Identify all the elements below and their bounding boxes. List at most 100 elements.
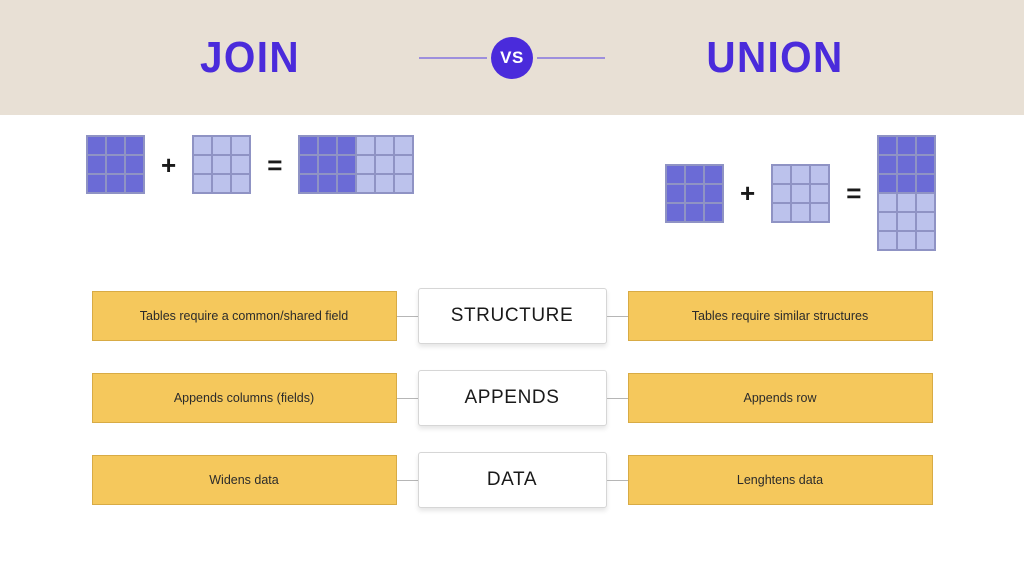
connector-left <box>396 315 418 317</box>
grid-cell <box>299 155 319 174</box>
vs-badge: VS <box>491 36 533 79</box>
comparison-label: STRUCTURE <box>417 288 607 344</box>
grid-cell <box>375 174 395 193</box>
grid-cell <box>791 202 811 222</box>
grid-cell <box>810 202 830 222</box>
grid-cell <box>125 155 144 174</box>
grid-cell <box>810 164 830 184</box>
connector-right <box>606 397 628 399</box>
union-operand-b-grid <box>771 163 831 223</box>
grid-cell <box>337 136 357 155</box>
header-band: JOIN VS UNION <box>0 0 1024 115</box>
join-operand-a-grid <box>86 135 145 194</box>
grid-cell <box>878 231 898 250</box>
grid-cell <box>897 193 917 212</box>
join-attribute-box: Widens data <box>91 455 397 505</box>
union-result-grid <box>877 135 937 251</box>
grid-cell <box>666 183 685 203</box>
grid-cell <box>356 155 376 174</box>
grid-cell <box>394 136 414 155</box>
grid-cell <box>299 174 319 193</box>
union-attribute-box: Lenghtens data <box>627 455 933 505</box>
vs-rule-right <box>537 56 605 59</box>
grid-cell <box>897 231 917 250</box>
grid-cell <box>356 174 376 193</box>
join-result-grid <box>298 135 415 194</box>
grid-cell <box>878 212 898 231</box>
grid-cell <box>791 164 811 184</box>
grid-cell <box>810 183 830 203</box>
grid-cell <box>375 155 395 174</box>
comparison-row: Appends columns (fields) APPENDS Appends… <box>0 370 1024 426</box>
connector-right <box>606 479 628 481</box>
grid-cell <box>106 155 125 174</box>
connector-left <box>396 397 418 399</box>
grid-cell <box>666 202 685 222</box>
grid-cell <box>897 155 917 174</box>
grid-cell <box>193 136 213 155</box>
comparison-row: Tables require a common/shared field STR… <box>0 288 1024 344</box>
grid-cell <box>704 164 723 184</box>
grid-cell <box>916 231 936 250</box>
connector-right <box>606 315 628 317</box>
grid-cell <box>916 174 936 193</box>
grid-cell <box>897 136 917 155</box>
equals-sign-icon: = <box>846 178 862 208</box>
grid-cell <box>87 174 106 193</box>
grid-cell <box>106 174 125 193</box>
page-title-join: JOIN <box>199 32 300 82</box>
grid-cell <box>394 174 414 193</box>
grid-cell <box>704 202 723 222</box>
grid-cell <box>394 155 414 174</box>
grid-cell <box>87 155 106 174</box>
grid-cell <box>704 183 723 203</box>
join-diagram: + = <box>86 135 415 194</box>
vs-rule-left <box>419 56 487 59</box>
grid-cell <box>356 136 376 155</box>
join-attribute-box: Tables require a common/shared field <box>91 291 397 341</box>
grid-cell <box>916 155 936 174</box>
grid-cell <box>212 155 232 174</box>
grid-cell <box>299 136 319 155</box>
join-attribute-box: Appends columns (fields) <box>91 373 397 423</box>
comparison-label: APPENDS <box>417 370 607 426</box>
grid-cell <box>878 174 898 193</box>
grid-cell <box>772 164 792 184</box>
union-operand-a-grid <box>665 163 724 223</box>
grid-cell <box>231 155 251 174</box>
grid-cell <box>125 174 144 193</box>
grid-cell <box>318 174 338 193</box>
grid-cell <box>666 164 685 184</box>
union-attribute-box: Appends row <box>627 373 933 423</box>
grid-cell <box>685 202 704 222</box>
grid-cell <box>106 136 125 155</box>
grid-cell <box>231 174 251 193</box>
grid-cell <box>878 136 898 155</box>
grid-cell <box>318 136 338 155</box>
plus-sign-icon: + <box>161 149 177 180</box>
comparison-row: Widens data DATA Lenghtens data <box>0 452 1024 508</box>
join-operand-b-grid <box>192 135 252 194</box>
grid-cell <box>193 174 213 193</box>
diagram-area: + = + = <box>0 115 1024 290</box>
vs-divider: VS <box>400 36 625 79</box>
grid-cell <box>125 136 144 155</box>
grid-cell <box>337 155 357 174</box>
union-attribute-box: Tables require similar structures <box>627 291 933 341</box>
grid-cell <box>791 183 811 203</box>
grid-cell <box>685 183 704 203</box>
comparison-label: DATA <box>417 452 607 508</box>
grid-cell <box>337 174 357 193</box>
union-diagram: + = <box>665 135 937 251</box>
grid-cell <box>772 183 792 203</box>
equals-sign-icon: = <box>267 149 283 180</box>
grid-cell <box>916 212 936 231</box>
header-inner: JOIN VS UNION <box>0 32 1024 82</box>
grid-cell <box>878 155 898 174</box>
page-title-union: UNION <box>705 32 844 82</box>
grid-cell <box>685 164 704 184</box>
grid-cell <box>897 212 917 231</box>
grid-cell <box>87 136 106 155</box>
grid-cell <box>772 202 792 222</box>
grid-cell <box>897 174 917 193</box>
